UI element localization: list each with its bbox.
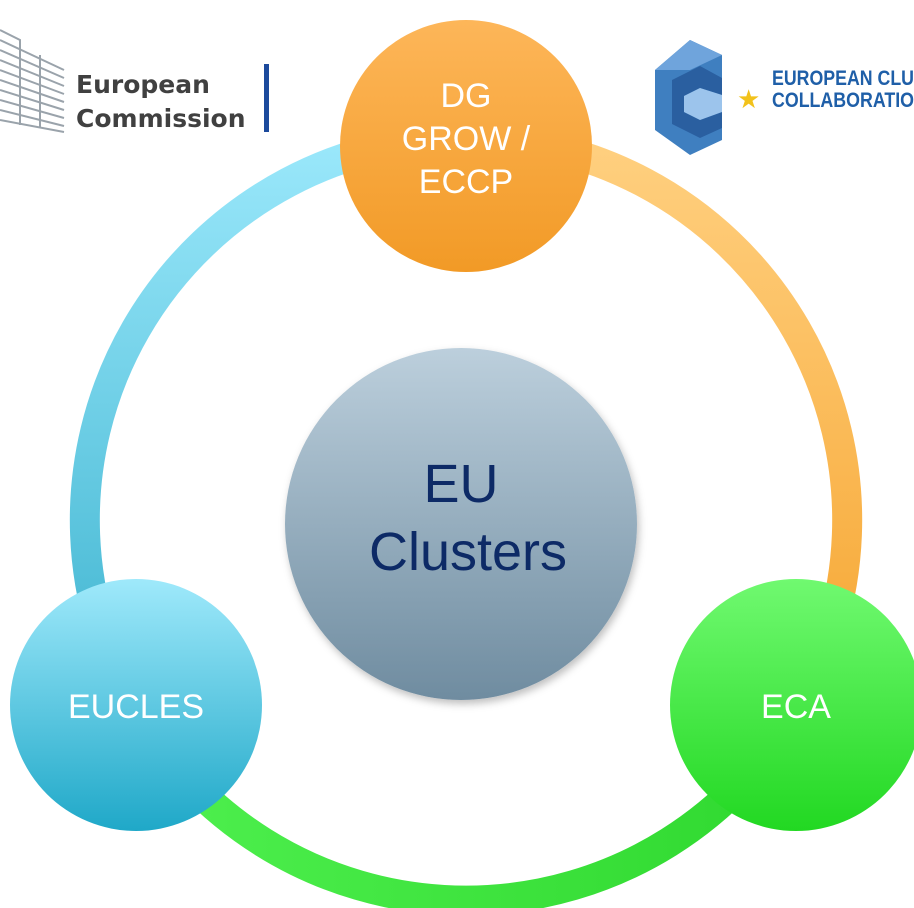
ring-arc-green (123, 703, 809, 908)
cube-c-icon (655, 40, 722, 155)
ec-logo-divider (264, 64, 269, 132)
node-left-label: EUCLES (68, 688, 204, 726)
node-top-label-line2: GROW / (402, 120, 531, 158)
ec-logo-line1: European (76, 70, 210, 99)
node-top-label-line3: ECCP (419, 163, 513, 201)
node-right-label: ECA (761, 688, 831, 726)
ec-building-icon (0, 29, 65, 133)
node-top-label-line1: DG (441, 77, 492, 115)
center-circle (285, 348, 637, 700)
center-label-line2: Clusters (369, 522, 567, 582)
center-label-line1: EU (423, 454, 498, 514)
european-commission-logo: European Commission (0, 29, 269, 133)
node-dg-grow-eccp (340, 20, 592, 272)
eccp-logo-line1: EUROPEAN CLU (772, 67, 914, 90)
eccp-logo: ★ EUROPEAN CLU COLLABORATIO (655, 40, 914, 155)
node-eca (670, 579, 914, 831)
node-eucles (10, 579, 262, 831)
eccp-logo-line2: COLLABORATIO (772, 89, 914, 112)
ec-logo-line2: Commission (76, 104, 246, 133)
star-icon: ★ (737, 85, 760, 115)
